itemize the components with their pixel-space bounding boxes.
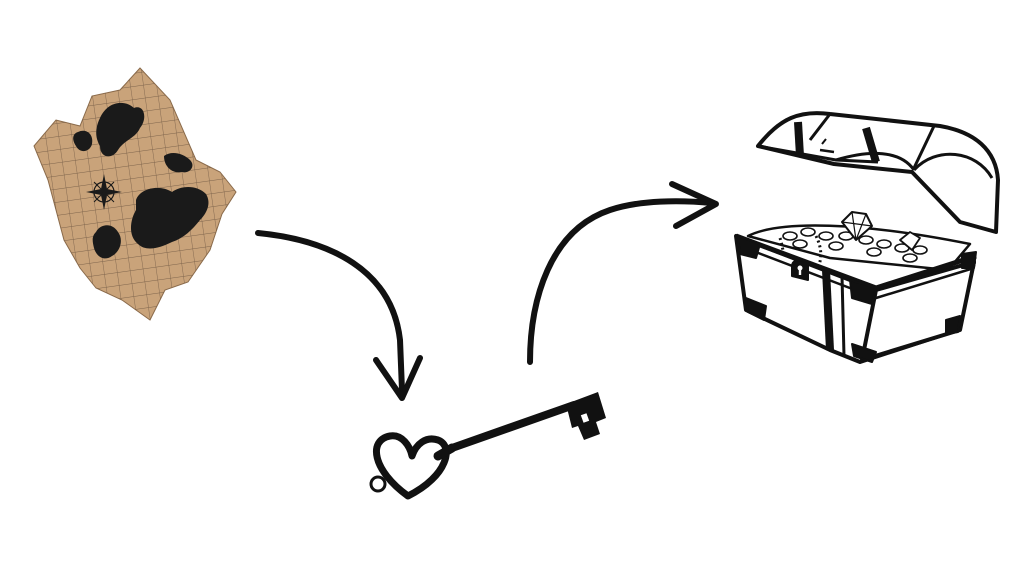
keyhole-icon [791, 259, 809, 281]
skeleton-key-icon [369, 392, 606, 500]
treasure-chest-icon [734, 111, 1000, 364]
curved-arrow-icon [255, 230, 423, 401]
compass-rose-icon [86, 174, 122, 210]
curved-arrow-icon [527, 181, 719, 365]
treasure-map-icon [33, 67, 237, 321]
gold-coins-icon [746, 211, 972, 277]
